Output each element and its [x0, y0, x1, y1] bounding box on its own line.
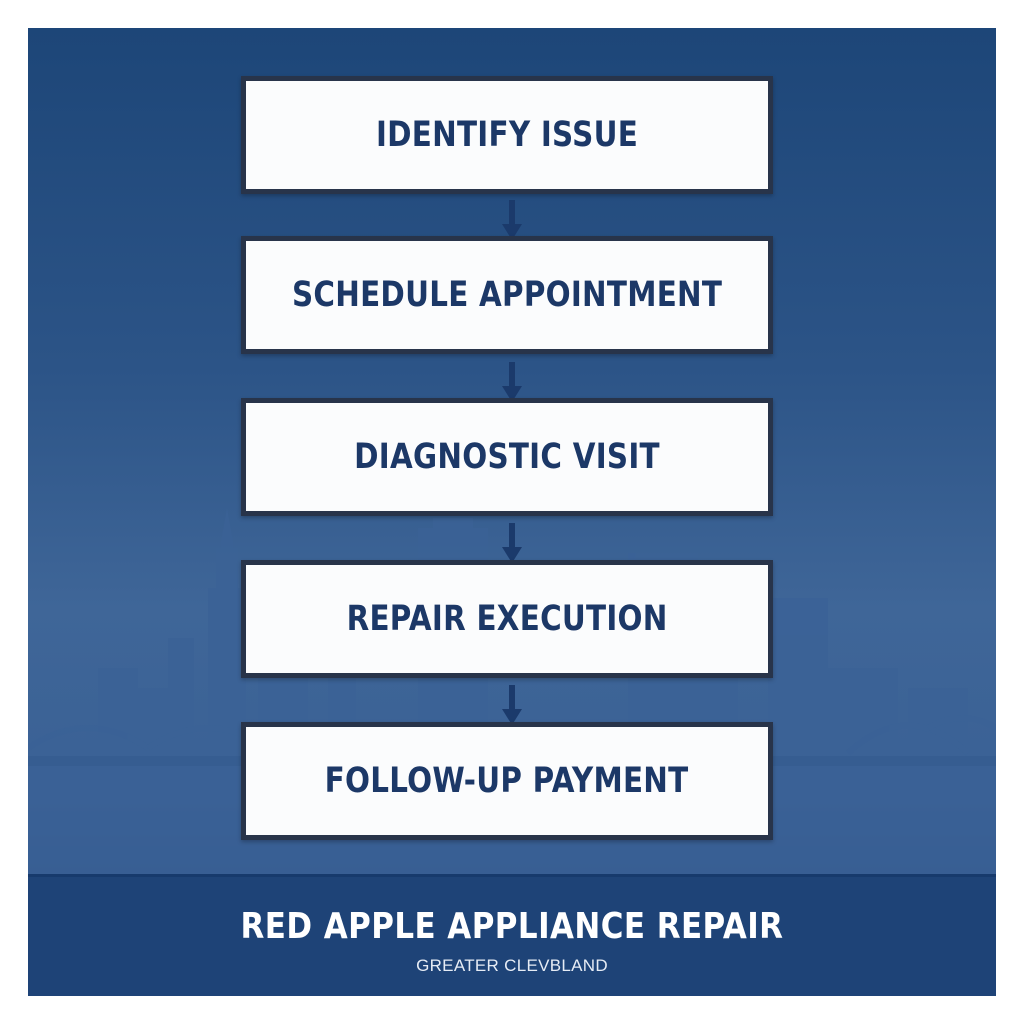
step-diagnostic-visit: DIAGNOSTIC VISIT: [241, 398, 773, 516]
down-arrow-icon: [502, 685, 522, 725]
down-arrow-icon: [502, 523, 522, 563]
step-label: IDENTIFY ISSUE: [375, 115, 639, 155]
step-follow-up-payment: FOLLOW-UP PAYMENT: [241, 722, 773, 840]
step-repair-execution: REPAIR EXECUTION: [241, 560, 773, 678]
company-name: RED APPLE APPLIANCE REPAIR: [240, 906, 784, 947]
footer-band: [28, 874, 996, 996]
step-label: REPAIR EXECUTION: [346, 599, 668, 639]
down-arrow-icon: [502, 362, 522, 402]
step-label: FOLLOW-UP PAYMENT: [325, 761, 689, 801]
step-schedule-appointment: SCHEDULE APPOINTMENT: [241, 236, 773, 354]
step-identify-issue: IDENTIFY ISSUE: [241, 76, 773, 194]
poster: IDENTIFY ISSUE SCHEDULE APPOINTMENT DIAG…: [28, 28, 996, 996]
step-label: SCHEDULE APPOINTMENT: [291, 275, 723, 315]
down-arrow-icon: [502, 200, 522, 240]
service-region: GREATER CLEVBLAND: [416, 956, 608, 975]
step-label: DIAGNOSTIC VISIT: [354, 437, 660, 477]
